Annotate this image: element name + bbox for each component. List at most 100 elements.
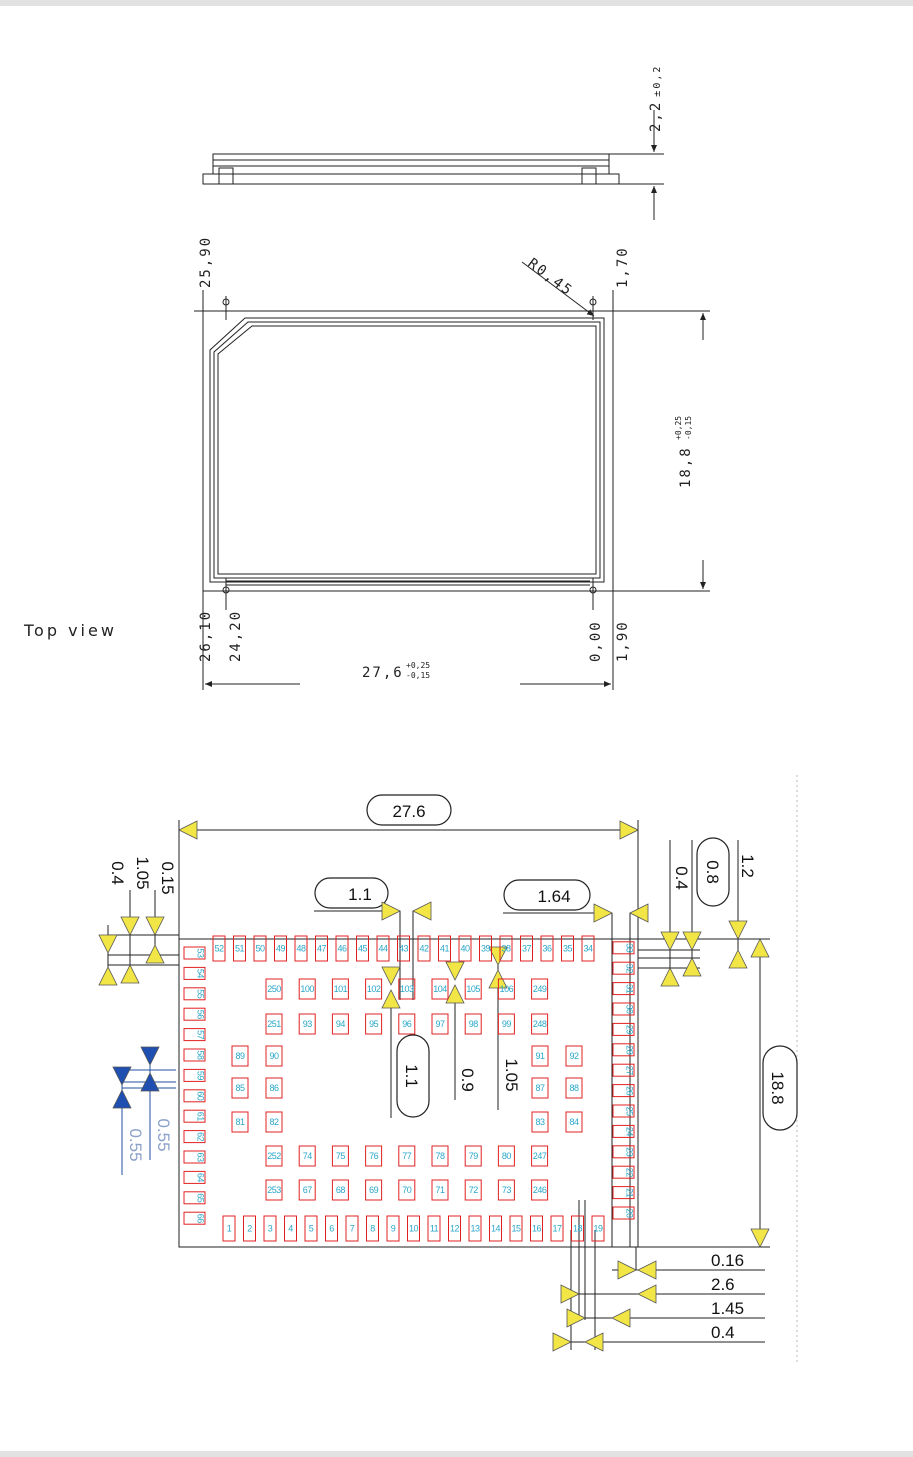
pin-number: 249: [533, 984, 547, 994]
left-dim-2: 0.4: [108, 861, 127, 885]
pin-pad: 83: [531, 1111, 549, 1133]
coord-left-outer: 25,90: [198, 236, 214, 288]
pin-pad: 98: [464, 1013, 482, 1035]
pin-number: 43: [399, 944, 409, 954]
pin-pad: 55: [183, 987, 206, 1001]
pin-number: 83: [535, 1117, 545, 1127]
pin-number: 80: [502, 1151, 512, 1161]
pin-number: 247: [533, 1151, 547, 1161]
pin-pad: 76: [365, 1145, 383, 1167]
pin-number: 45: [358, 944, 368, 954]
pin-number: 20: [625, 1208, 635, 1218]
pin-number: 92: [569, 1051, 579, 1061]
pin-number: 15: [511, 1224, 521, 1234]
pin-pad: 32: [612, 961, 635, 975]
pin-number: 70: [402, 1185, 412, 1195]
pin-number: 35: [563, 944, 573, 954]
right-dim-1: 0.8: [703, 860, 722, 884]
pin-pad: 20: [612, 1206, 635, 1220]
pin-number: 25: [625, 1106, 635, 1116]
pin-pad: 65: [183, 1191, 206, 1205]
pin-number: 24: [625, 1127, 635, 1137]
pin-number: 16: [532, 1224, 542, 1234]
pin-pad: 251: [265, 1013, 283, 1035]
pin-pad: 19: [591, 1215, 605, 1242]
dimension-arrowhead: [98, 966, 118, 986]
dimension-arrowhead: [381, 989, 401, 1009]
dimension-arrowhead: [112, 1066, 132, 1086]
svg-text:18,8: 18,8: [678, 446, 694, 488]
pin-number: 37: [522, 944, 532, 954]
pin-pad: 50: [253, 935, 267, 962]
height-dim-label: 18,8 +0,25 -0,15: [674, 416, 694, 488]
dim-inner-1-label: 1.1: [402, 1064, 421, 1088]
pin-pad: 58: [183, 1048, 206, 1062]
pin-pad: 9: [386, 1215, 400, 1242]
pin-number: 65: [196, 1193, 206, 1203]
pin-number: 87: [535, 1083, 545, 1093]
top-view: [194, 261, 710, 690]
dimension-arrowhead: [566, 1308, 586, 1328]
pin-pad: 81: [231, 1111, 249, 1133]
pin-number: 19: [593, 1224, 603, 1234]
pin-pad: 31: [612, 982, 635, 996]
pin-number: 29: [625, 1025, 635, 1035]
pin-pad: 17: [550, 1215, 564, 1242]
pin-number: 252: [267, 1151, 281, 1161]
side-view: [202, 110, 664, 220]
pin-pad: 27: [612, 1063, 635, 1077]
pin-number: 95: [369, 1019, 379, 1029]
pin-number: 103: [400, 984, 414, 994]
pin-pad: 46: [335, 935, 349, 962]
top-band: [0, 0, 913, 6]
pin-pad: 16: [530, 1215, 543, 1242]
dimension-arrowhead: [381, 966, 401, 986]
dimension-arrowhead: [682, 957, 702, 977]
pin-number: 31: [625, 984, 635, 994]
br-dim-0: 0.16: [711, 1251, 744, 1270]
pin-pad: 72: [464, 1179, 482, 1201]
pin-pad: 49: [274, 935, 287, 962]
pin-pad: 6: [325, 1215, 338, 1242]
pin-pad: 39: [479, 935, 492, 962]
dimension-arrowhead: [728, 920, 748, 940]
dimension-arrowhead: [660, 931, 680, 951]
pin-number: 60: [196, 1091, 206, 1101]
pin-pad: 33: [612, 941, 635, 955]
pin-pad: 56: [183, 1007, 206, 1021]
pin-number: 82: [269, 1117, 279, 1127]
pin-pad: 73: [497, 1179, 515, 1201]
pin-pad: 82: [265, 1111, 283, 1133]
pin-pad: 2: [243, 1215, 256, 1242]
dimension-arrowhead: [112, 1089, 132, 1109]
dimension-arrowhead: [445, 984, 465, 1004]
side-height-dim: 2,2±0,2: [648, 65, 664, 132]
pin-pad: 79: [464, 1145, 482, 1167]
pin-pad: 25: [612, 1104, 635, 1118]
pin-pad: 24: [612, 1124, 635, 1138]
pin-pad: 71: [431, 1179, 449, 1201]
pin-number: 27: [625, 1066, 635, 1076]
pin-number: 88: [569, 1083, 579, 1093]
dimension-arrowhead: [412, 901, 432, 921]
coord-bottom-right-outer: 1,90: [615, 620, 631, 662]
pin-pad: 248: [531, 1013, 549, 1035]
footprint-outline: [107, 775, 798, 1362]
pin-pad: 51: [233, 935, 246, 962]
pin-pad: 41: [438, 935, 451, 962]
pin-pad: 34: [581, 935, 595, 962]
pin-pad: 92: [565, 1045, 583, 1067]
left-dim-1: 1.05: [133, 856, 152, 889]
dimension-arrowhead: [611, 1308, 631, 1328]
dimension-arrowhead: [750, 938, 770, 958]
pin-pad: 252: [265, 1145, 283, 1167]
pin-number: 41: [440, 944, 450, 954]
pin-number: 86: [269, 1083, 279, 1093]
dim-width-label: 27.6: [392, 802, 425, 821]
pin-pad: 90: [265, 1045, 283, 1067]
pin-number: 106: [500, 984, 514, 994]
pin-number: 28: [625, 1045, 635, 1055]
pin-number: 64: [196, 1173, 206, 1183]
dimension-arrowhead: [629, 903, 649, 923]
